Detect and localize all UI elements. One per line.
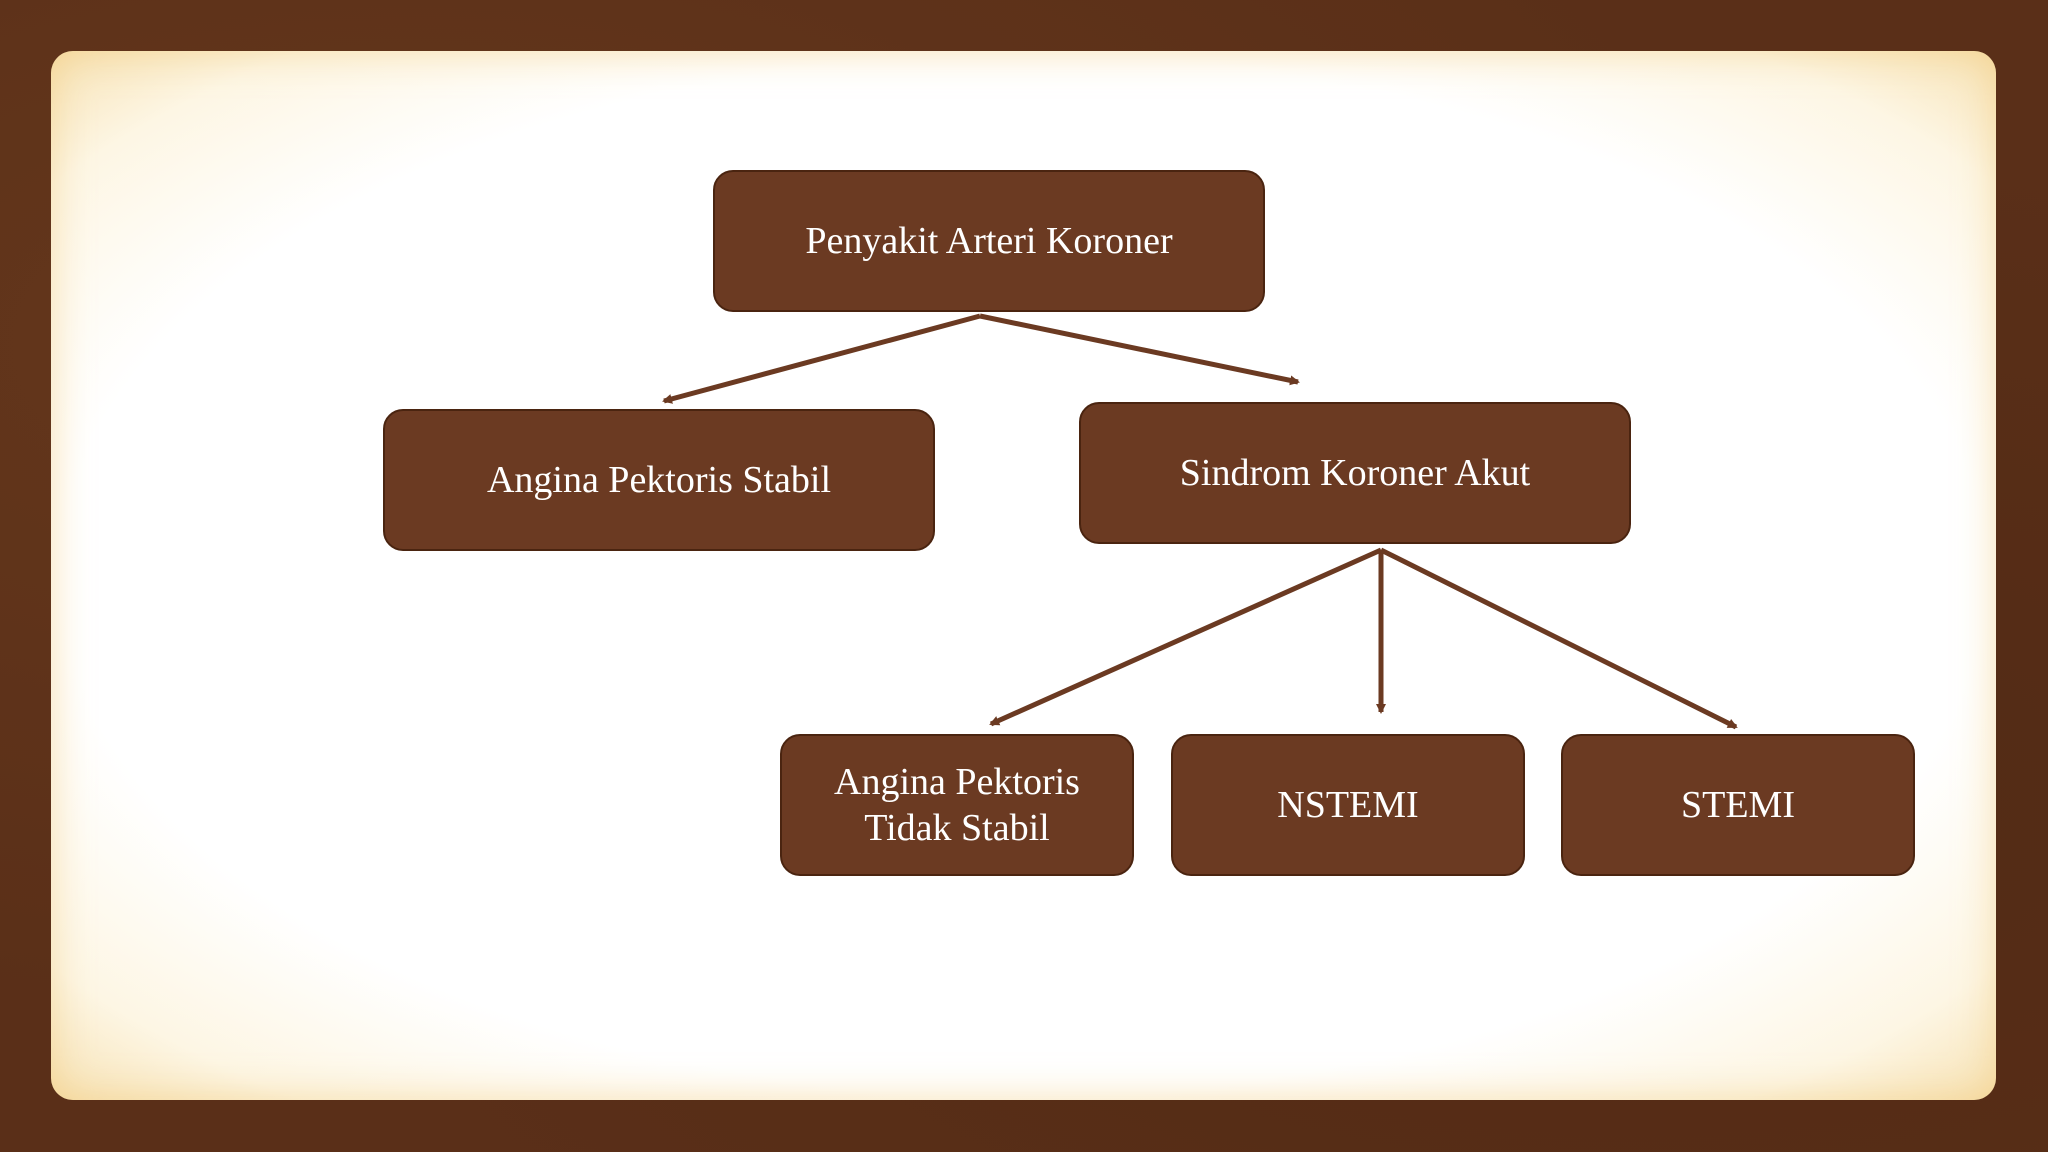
edge-acs-to-unstable [989, 547, 1383, 727]
edge-root-to-acs [979, 313, 1300, 386]
node-stemi: STEMI [1561, 734, 1915, 876]
node-penyakit-arteri-koroner: Penyakit Arteri Koroner [713, 170, 1265, 312]
node-angina-pektoris-stabil: Angina Pektoris Stabil [383, 409, 935, 551]
node-sindrom-koroner-akut: Sindrom Koroner Akut [1079, 402, 1631, 544]
edge-root-to-stable [662, 313, 981, 404]
edge-acs-to-stemi [1379, 547, 1738, 730]
node-nstemi: NSTEMI [1171, 734, 1525, 876]
node-angina-pektoris-tidak-stabil: Angina Pektoris Tidak Stabil [780, 734, 1134, 876]
